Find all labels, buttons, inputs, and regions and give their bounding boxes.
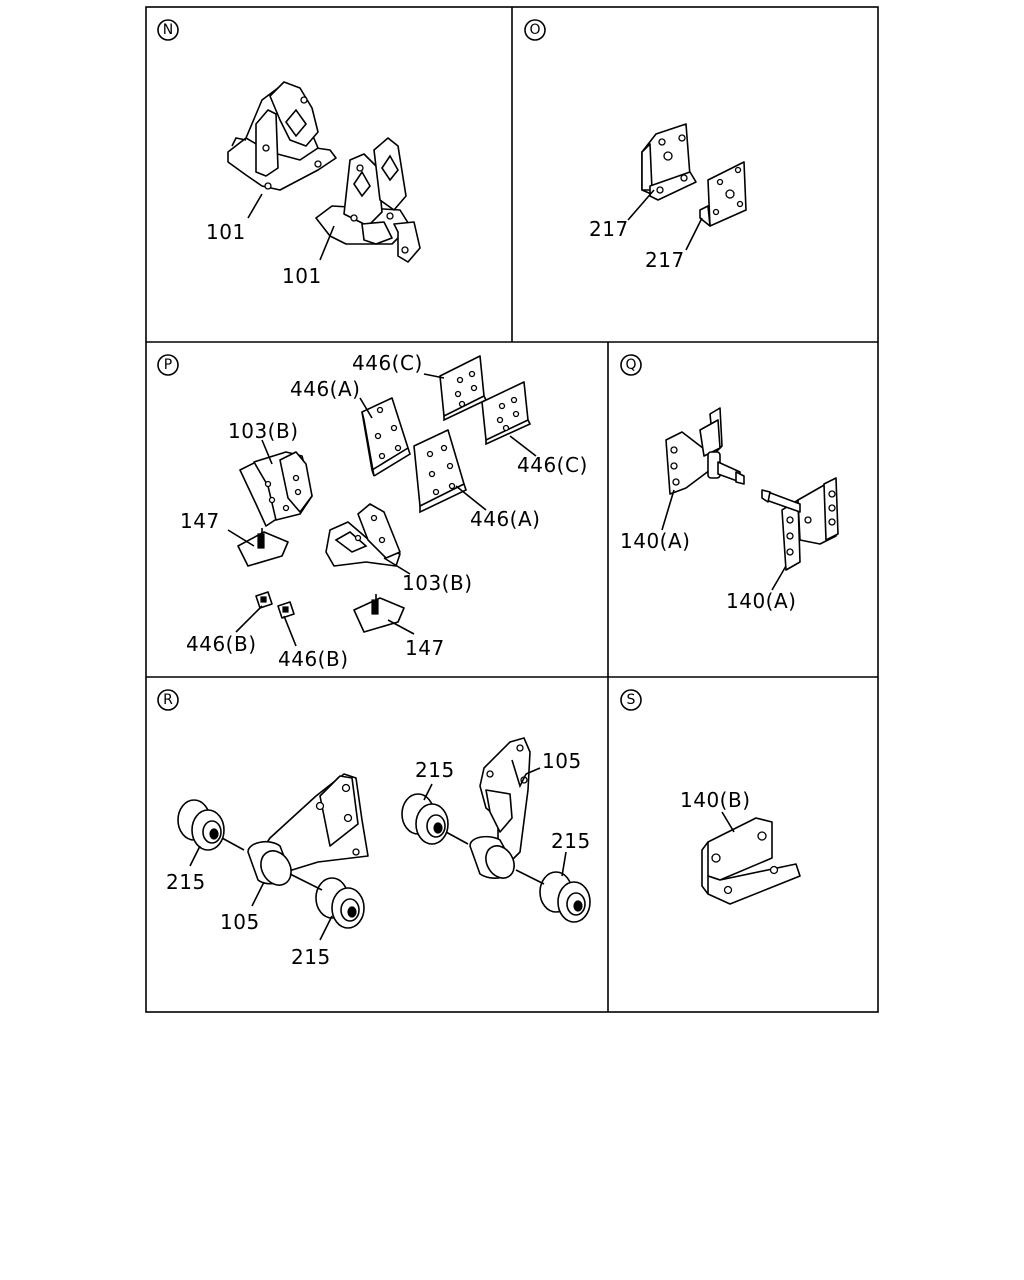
clip-147-lower — [353, 594, 405, 633]
leader-446c-upper — [423, 373, 445, 379]
leader-105-right — [525, 767, 541, 775]
washer-446b-left — [255, 591, 273, 609]
section-marker-n-letter: N — [163, 22, 173, 38]
leader-217-left — [627, 189, 655, 221]
label-446c-upper: 446(C) — [352, 351, 423, 375]
label-446b-right: 446(B) — [278, 647, 349, 671]
shim-446a-upper — [361, 397, 411, 477]
section-marker-o-letter: O — [529, 22, 540, 38]
label-446b-left: 446(B) — [186, 632, 257, 656]
label-446a-upper: 446(A) — [290, 377, 360, 401]
section-marker-q-letter: Q — [625, 357, 636, 373]
leader-215-upper-left — [189, 845, 201, 867]
section-marker-q: Q — [620, 354, 642, 376]
leader-101-right — [319, 225, 335, 261]
bracket-140a-left — [665, 407, 745, 495]
section-marker-r: R — [157, 689, 179, 711]
leader-147-upper — [227, 529, 255, 547]
section-marker-o: O — [524, 19, 546, 41]
label-217-left: 217 — [589, 217, 629, 241]
leader-215-lower-left — [319, 915, 333, 941]
hanger-105-right — [469, 737, 531, 879]
label-140a-left: 140(A) — [620, 529, 690, 553]
axis-line-left-a — [221, 837, 245, 851]
clip-147-upper — [237, 528, 289, 567]
label-215-lower-left: 215 — [291, 945, 331, 969]
label-215-upper-right: 215 — [415, 758, 455, 782]
bushing-215-lower-left — [315, 877, 365, 929]
label-147-lower: 147 — [405, 636, 445, 660]
label-140b: 140(B) — [680, 788, 751, 812]
bushing-215-lower-right — [539, 871, 591, 923]
section-n-parts: 101 101 — [206, 81, 421, 288]
leader-147-lower — [387, 619, 415, 635]
leader-446b-right — [283, 615, 297, 647]
leader-105-left — [251, 881, 265, 907]
bracket-140b — [701, 817, 801, 905]
label-147-upper: 147 — [180, 509, 220, 533]
section-q-parts: 140(A) 140(A) — [620, 407, 839, 613]
leader-140a-right — [771, 565, 787, 591]
axis-line-left-b — [289, 873, 323, 891]
shim-446a-lower — [413, 429, 467, 514]
leader-215-lower-right — [561, 851, 567, 877]
section-marker-s: S — [620, 689, 642, 711]
section-marker-p-letter: P — [164, 357, 172, 373]
leader-101-left — [247, 193, 263, 219]
hanger-105-left — [247, 773, 369, 886]
label-105-right: 105 — [542, 749, 582, 773]
section-marker-s-letter: S — [627, 692, 636, 708]
bushing-215-upper-left — [177, 799, 225, 851]
leader-446a-lower — [455, 485, 487, 511]
label-103b-upper: 103(B) — [228, 419, 299, 443]
shim-446c-upper — [439, 355, 488, 422]
label-215-upper-left: 215 — [166, 870, 206, 894]
label-103b-lower: 103(B) — [402, 571, 473, 595]
section-marker-r-letter: R — [163, 692, 173, 708]
leader-217-right — [685, 217, 703, 251]
washer-446b-right — [277, 601, 295, 619]
bracket-103b-lower — [325, 503, 401, 567]
leader-140b — [721, 811, 735, 833]
label-101-right: 101 — [282, 264, 322, 288]
label-217-right: 217 — [645, 248, 685, 272]
section-marker-n: N — [157, 19, 179, 41]
label-105-left: 105 — [220, 910, 260, 934]
label-446a-lower: 446(A) — [470, 507, 540, 531]
bracket-217-right — [699, 161, 747, 227]
label-101-left: 101 — [206, 220, 246, 244]
leader-140a-left — [661, 489, 675, 531]
leader-446b-left — [235, 605, 263, 633]
axis-line-right-b — [515, 869, 545, 885]
diagram-frame — [145, 6, 879, 1013]
leader-103b-lower — [383, 557, 411, 575]
bracket-103b-upper — [239, 451, 313, 527]
section-marker-p: P — [157, 354, 179, 376]
bracket-217-left — [641, 123, 697, 201]
leader-103b-upper — [261, 439, 273, 465]
leader-215-upper-right — [423, 783, 433, 801]
leader-446a-upper — [359, 397, 373, 419]
section-o-parts: 217 217 — [589, 123, 747, 272]
section-p-parts: 446(C) 446(A) 103(B) 446(C) 446(A) 147 1… — [180, 351, 588, 671]
section-r-parts: 215 105 215 105 215 215 — [166, 737, 591, 969]
bracket-140a-right — [761, 477, 839, 571]
leader-446c-right — [509, 435, 537, 457]
shim-446c-right — [481, 381, 532, 446]
bracket-101-left — [227, 81, 337, 191]
bushing-215-upper-right — [401, 793, 449, 845]
axis-line-right-a — [445, 831, 469, 845]
label-446c-right: 446(C) — [517, 453, 588, 477]
label-215-lower-right: 215 — [551, 829, 591, 853]
bracket-101-right — [315, 137, 421, 263]
section-s-parts: 140(B) — [680, 788, 801, 905]
label-140a-right: 140(A) — [726, 589, 796, 613]
